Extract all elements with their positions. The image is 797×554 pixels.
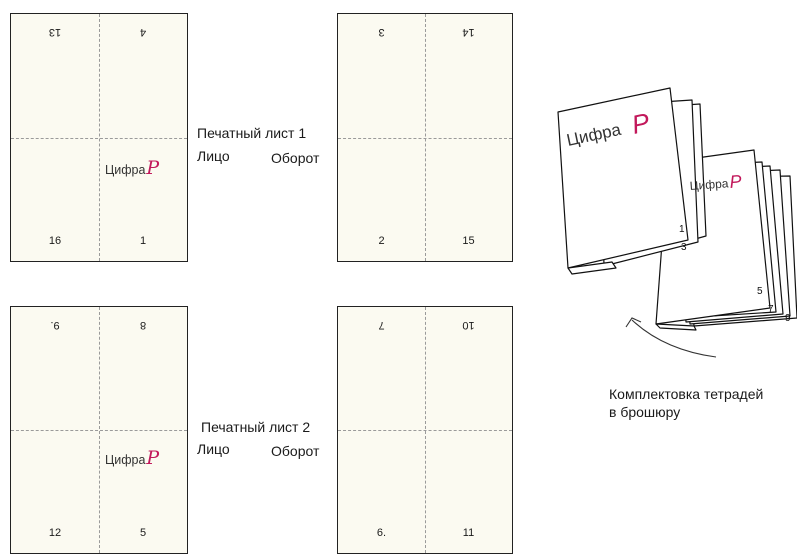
booklet-page-number: 9	[785, 313, 791, 324]
page-number: 9.	[11, 319, 99, 331]
page-number: 2	[338, 235, 425, 247]
arrow-head-icon	[626, 318, 641, 327]
page-number: 16	[11, 235, 99, 247]
brochure-caption: Комплектовка тетрадей в брошюру	[609, 385, 763, 421]
booklet-page-number: 5	[757, 286, 763, 297]
curved-arrow-icon	[632, 320, 716, 357]
sheet2-back: 7 10 6. 11	[337, 306, 513, 554]
page-number: 15	[425, 235, 512, 247]
sheet2-front: 9. 8 12 5 ЦифраP	[10, 306, 188, 554]
cifra-logo: ЦифраP	[105, 447, 159, 469]
page-number: 12	[11, 527, 99, 539]
back-label: Оборот	[271, 443, 319, 459]
sheet-title: Печатный лист 2	[201, 419, 310, 435]
cifra-logo: ЦифраP	[105, 157, 159, 179]
caption-line: в брошюру	[609, 403, 763, 421]
front-label: Лицо	[197, 441, 230, 457]
booklet-logo-text: Цифра	[689, 176, 729, 193]
sheet-title: Печатный лист 1	[197, 125, 306, 141]
fold-line-horizontal	[11, 138, 187, 139]
page-number: 3	[338, 26, 425, 38]
booklet-logo-mark: P	[729, 171, 742, 192]
fold-line-horizontal	[11, 430, 187, 431]
sheet1-front: 13 4 16 1 ЦифраP	[10, 13, 188, 262]
booklet-logo-text: Цифра	[565, 120, 623, 150]
booklet-page-number: 7	[768, 304, 774, 315]
page-number: 4	[99, 26, 187, 38]
page-number: 8	[99, 319, 187, 331]
page-number: 6.	[338, 527, 425, 539]
booklet-logo-mark: P	[629, 107, 653, 140]
page-number: 11	[425, 527, 512, 539]
back-label: Оборот	[271, 150, 319, 166]
caption-line: Комплектовка тетрадей	[609, 385, 763, 403]
front-label: Лицо	[197, 148, 230, 164]
page-number: 14	[425, 26, 512, 38]
fold-line-horizontal	[338, 138, 512, 139]
page-number: 13	[11, 26, 99, 38]
booklet-front	[558, 88, 706, 274]
booklet-back	[656, 150, 797, 330]
page-number: 10	[425, 319, 512, 331]
booklet-page-number: 1	[679, 224, 685, 235]
page-number: 7	[338, 319, 425, 331]
page-number: 1	[99, 235, 187, 247]
booklet-page-number: 3	[681, 242, 687, 253]
sheet1-back: 3 14 2 15	[337, 13, 513, 262]
fold-line-horizontal	[338, 430, 512, 431]
page-number: 5	[99, 527, 187, 539]
